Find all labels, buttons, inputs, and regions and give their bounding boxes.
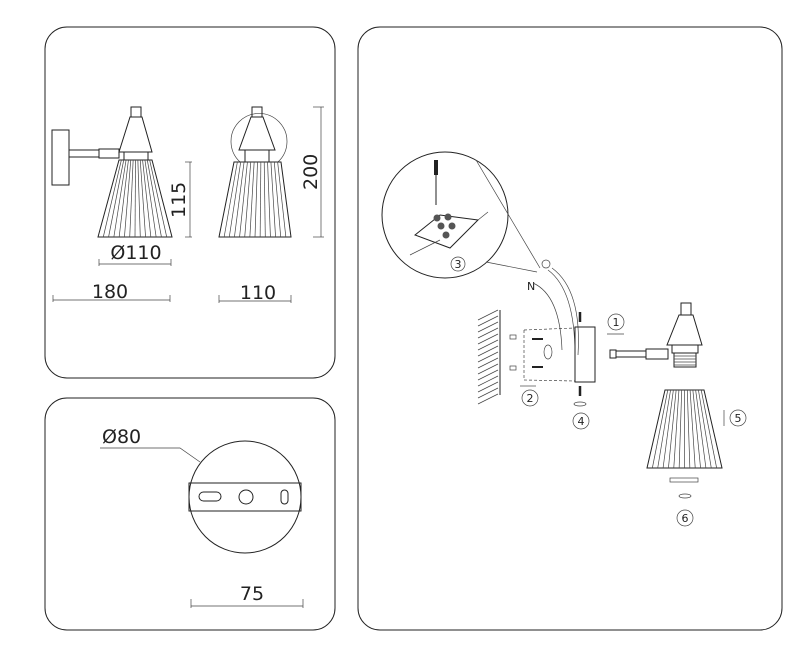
shade-pleat: [267, 161, 271, 238]
wall-hatch-line: [477, 357, 499, 369]
shade-pleat: [657, 389, 671, 469]
panel-mounting-plate: [44, 397, 336, 631]
shade-pleat: [698, 389, 712, 469]
panel-assembly: [357, 26, 783, 631]
shade-pleat: [124, 159, 132, 238]
shade-pleat: [689, 389, 696, 469]
shade-pleat: [678, 389, 683, 469]
front-view-lamp: [218, 106, 292, 238]
wall-hatch-line: [477, 387, 499, 399]
shade-pleat: [700, 389, 717, 469]
shade-pleat: [259, 161, 262, 238]
dimension-total-depth: 180: [52, 281, 171, 303]
wall-hatch-line: [477, 309, 499, 321]
shade-pleat: [223, 161, 238, 238]
total-height-label: 200: [300, 154, 322, 190]
wall-hatch-line: [477, 393, 499, 405]
shade-pleat: [228, 161, 242, 238]
wall-hatch-line: [477, 351, 499, 363]
mounting-plate-drawing: Ø80 75: [100, 426, 304, 608]
neutral-wire-label: N: [527, 280, 535, 293]
shade-pleat: [137, 159, 141, 238]
shade-pleat: [129, 159, 134, 238]
front-width-label: 110: [240, 282, 276, 304]
shade-pleat: [239, 161, 248, 238]
shade-pleat: [149, 159, 168, 238]
wall-hatch-line: [477, 327, 499, 339]
shade-pleat: [662, 389, 674, 469]
shade-pleat: [695, 389, 707, 469]
shade-pleat: [254, 161, 258, 238]
shade-pleat: [108, 159, 125, 238]
shade-pleat: [134, 159, 136, 238]
plate-diameter-label: Ø80: [102, 426, 141, 448]
dimension-total-height: 200: [300, 106, 324, 238]
shade-pleat: [273, 161, 282, 238]
shade-pleat: [673, 389, 680, 469]
shade-pleat: [652, 389, 669, 469]
wall-hatch-line: [477, 315, 499, 327]
shade-diameter-label: Ø110: [110, 242, 161, 264]
step-2-label: 2: [527, 392, 534, 405]
wall-hatch-line: [477, 321, 499, 333]
step-5-label: 5: [735, 412, 742, 425]
shade-pleat: [139, 159, 146, 238]
shade-pleat: [249, 161, 255, 238]
wall-hatch-line: [477, 345, 499, 357]
total-depth-label: 180: [92, 281, 128, 303]
shade-pleat: [113, 159, 127, 238]
step-4-label: 4: [578, 415, 585, 428]
dimension-front-width: 110: [218, 282, 292, 304]
shade-height-label: 115: [168, 182, 190, 218]
shade-pleat: [668, 389, 677, 469]
side-view-lamp: [51, 106, 173, 238]
step-1-label: 1: [613, 316, 620, 329]
shade-pleat: [234, 161, 245, 238]
shade-pleat: [270, 161, 276, 238]
shade-pleat: [144, 159, 157, 238]
wall-hatch-line: [477, 363, 499, 375]
shade-pleat: [277, 161, 287, 238]
shade-pleat: [263, 161, 266, 238]
wall-hatch-line: [477, 333, 499, 345]
shade-pleat: [142, 159, 152, 238]
step-3-label: 3: [455, 258, 462, 271]
panel-dimensions: [44, 26, 336, 379]
assembly-drawing: 3 N 2 4 1: [381, 151, 747, 527]
shade-pleat: [244, 161, 252, 238]
shade-pleat: [692, 389, 701, 469]
shade-pleat: [686, 389, 691, 469]
shade-pleat: [118, 159, 129, 238]
wall-hatch-line: [477, 375, 499, 387]
wall-hatch-line: [477, 339, 499, 351]
wall-hatch-line: [477, 381, 499, 393]
dimension-shade-height: 115: [168, 161, 192, 238]
shade-pleat: [102, 159, 122, 238]
step-6-label: 6: [682, 512, 689, 525]
shade-pleat: [146, 159, 162, 238]
dimension-shade-diameter: Ø110: [98, 242, 172, 266]
wall-hatch-line: [477, 369, 499, 381]
hole-spacing-label: 75: [240, 583, 264, 605]
